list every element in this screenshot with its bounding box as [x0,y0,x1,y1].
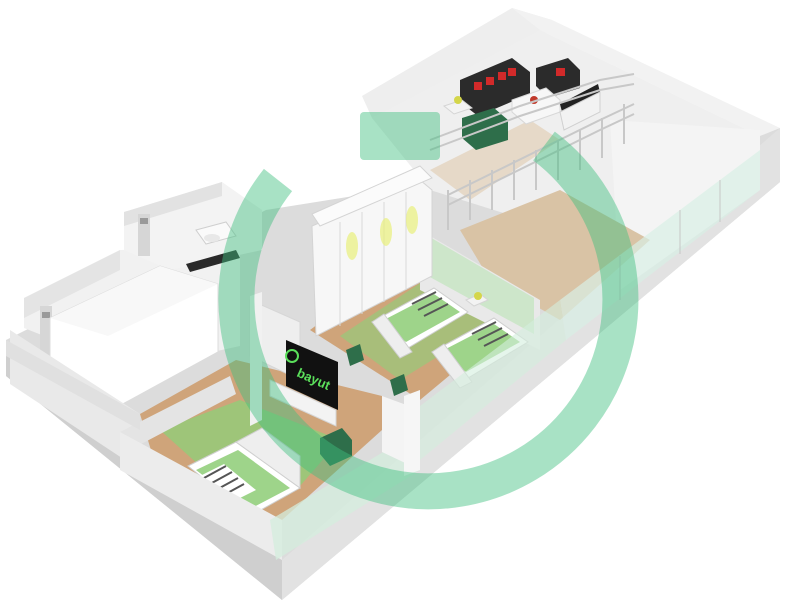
shower-icon [40,214,150,358]
nightstand [465,292,489,307]
tv-wall: bayut [249,299,338,427]
tv-console [559,84,601,131]
bedroom-armchair [320,428,352,466]
cushion-icon [474,82,482,90]
tv-logo-icon [285,349,299,363]
glass-balustrade [560,150,760,340]
dark-counter [186,250,240,272]
lounge-armchair [536,58,580,98]
front-wall [6,340,420,560]
interior-walls [250,292,566,476]
lounge-sofa [460,58,530,116]
single-bed-1 [371,287,469,359]
side-table [442,96,474,115]
watermark-logo-icon [218,112,639,510]
desk-chair [346,344,408,396]
mezzanine-railing [429,73,635,230]
double-bed [187,427,301,517]
wardrobe [311,165,433,337]
